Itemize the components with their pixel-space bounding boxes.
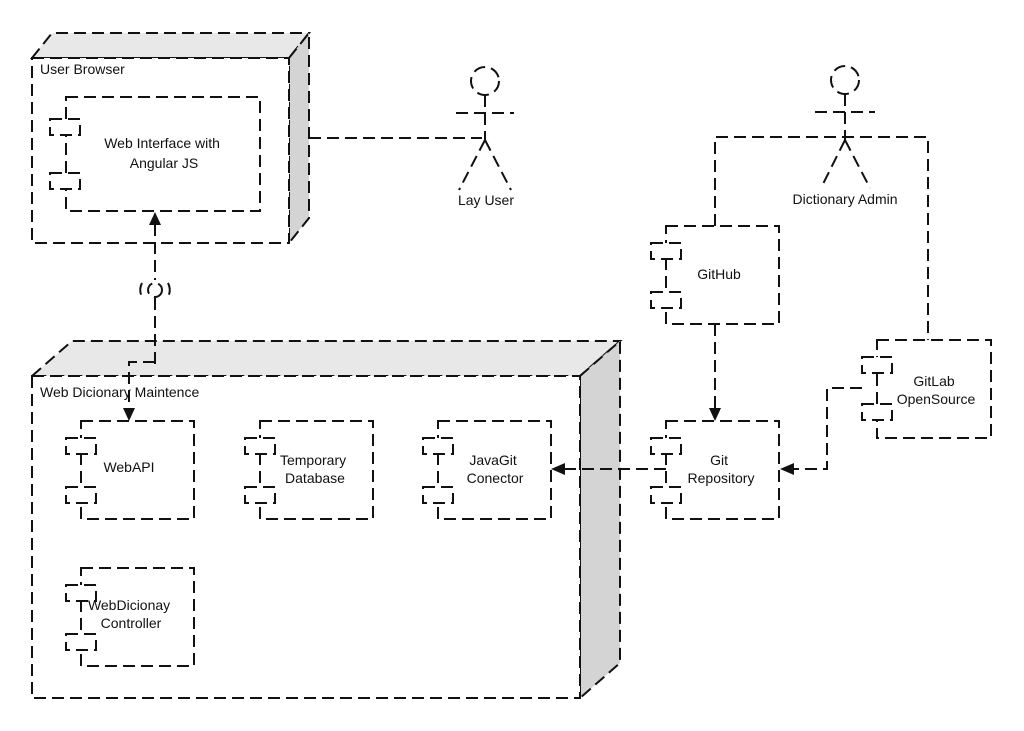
web-maintenance-label: Web Dicionary Maintence: [40, 384, 199, 400]
git-repository-to-javagit-arrow: [551, 463, 666, 475]
dictionary-admin-actor[interactable]: Dictionary Admin: [792, 65, 898, 207]
component-icon: [650, 437, 682, 504]
admin-to-repositories-connector: [714, 136, 929, 340]
gitlab-to-git-repository-arrow: [780, 387, 862, 475]
api-interface-connector: [123, 212, 171, 421]
github-label: GitHub: [697, 266, 741, 282]
component-icon: [49, 118, 81, 190]
web-interface-label: Web Interface with Angular JS: [104, 135, 224, 171]
component-icon: [861, 356, 893, 421]
component-icon: [650, 242, 682, 309]
dictionary-admin-label: Dictionary Admin: [792, 191, 897, 207]
actor-icon: [815, 65, 875, 189]
component-icon: [65, 584, 97, 651]
temporary-database-component[interactable]: Temporary Database: [244, 420, 374, 520]
user-browser-label: User Browser: [40, 61, 125, 77]
javagit-connector-component[interactable]: JavaGit Conector: [422, 420, 552, 520]
actor-icon: [456, 66, 514, 191]
gitlab-component[interactable]: GitLab OpenSource: [861, 339, 992, 439]
github-to-git-repository-arrow: [709, 324, 721, 421]
github-component[interactable]: GitHub: [650, 225, 780, 325]
webdicionay-controller-label: WebDicionay Controller: [88, 597, 174, 631]
git-repository-label: Git Repository: [688, 452, 755, 486]
webdicionay-controller-component[interactable]: WebDicionay Controller: [65, 567, 195, 667]
temporary-database-label: Temporary Database: [280, 452, 350, 486]
git-repository-component[interactable]: Git Repository: [650, 420, 780, 520]
webapi-label: WebAPI: [103, 459, 154, 475]
web-interface-component[interactable]: Web Interface with Angular JS: [49, 96, 261, 212]
component-icon: [422, 437, 454, 504]
component-icon: [244, 437, 276, 504]
lay-user-actor[interactable]: Lay User: [456, 66, 514, 208]
component-icon: [65, 437, 97, 504]
lay-user-label: Lay User: [458, 192, 514, 208]
webapi-component[interactable]: WebAPI: [65, 420, 195, 520]
javagit-connector-label: JavaGit Conector: [467, 452, 524, 486]
gitlab-label: GitLab OpenSource: [897, 373, 976, 407]
